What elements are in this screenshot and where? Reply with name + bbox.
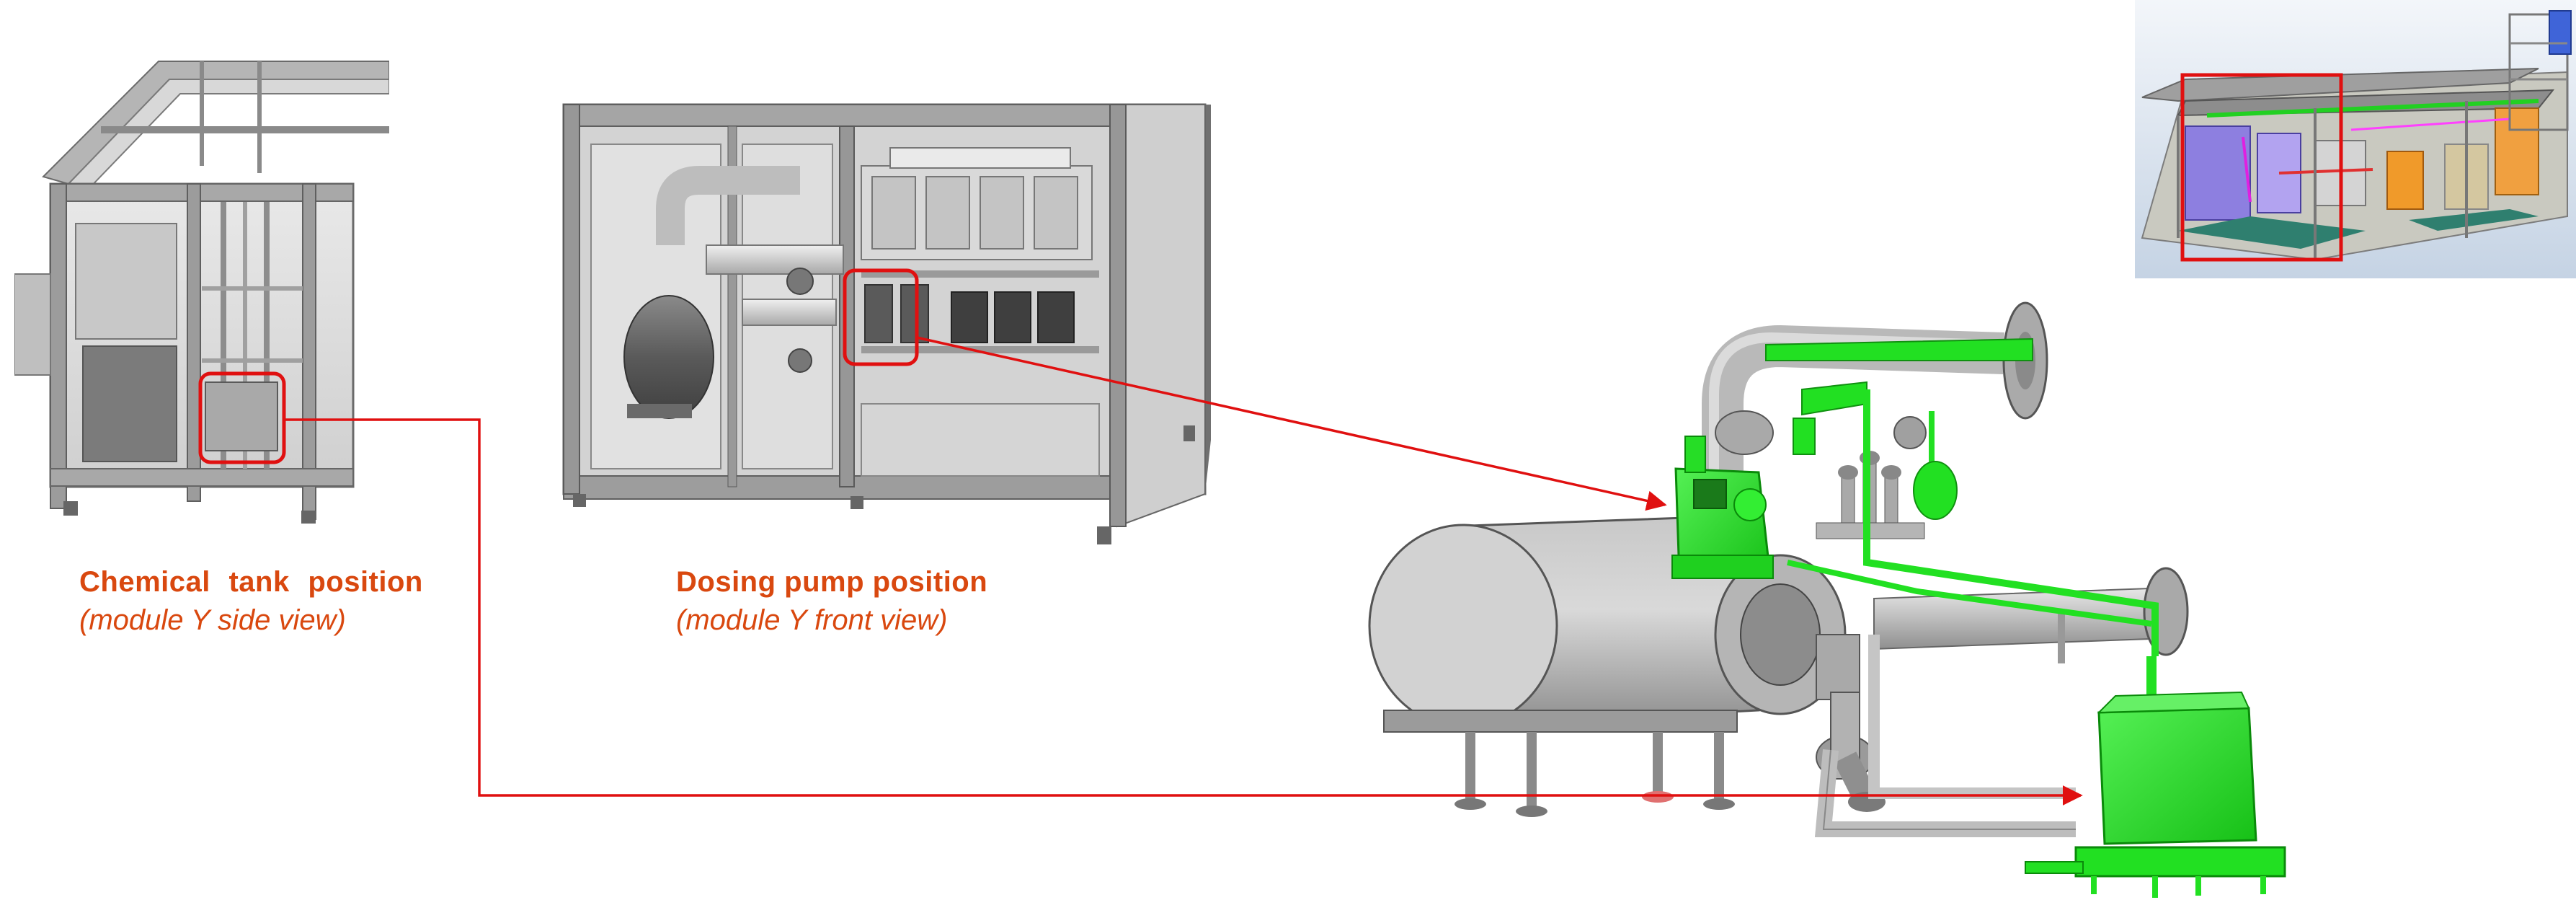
dosing-pump bbox=[1671, 436, 1774, 579]
pump-highlight-box bbox=[843, 268, 919, 366]
upper-pipe-loop bbox=[1702, 301, 2048, 490]
dosing-pump-caption-subtitle: (module Y front view) bbox=[676, 604, 948, 636]
valve-cluster bbox=[1816, 416, 1927, 539]
pump-connector-arrow bbox=[916, 336, 1667, 511]
chemical-dosing-line bbox=[1765, 337, 2159, 714]
chemical-tank bbox=[2025, 691, 2286, 898]
side-view-drawing bbox=[14, 61, 389, 524]
chemical-tank-caption-subtitle: (module Y side view) bbox=[79, 604, 346, 636]
dosing-pump-caption: Dosing pump position (module Y front vie… bbox=[676, 566, 987, 637]
dosing-pump-caption-title: Dosing pump position bbox=[676, 566, 988, 598]
front-view-drawing bbox=[562, 103, 1211, 544]
module-y-highlight-box bbox=[2180, 73, 2343, 262]
module-y-side-view bbox=[14, 50, 389, 526]
tank-highlight-box bbox=[198, 371, 286, 464]
chemical-tank-caption-title: Chemical tank position bbox=[79, 566, 423, 598]
overview-drawing bbox=[2135, 0, 2576, 278]
plant-overview-thumbnail bbox=[2135, 0, 2576, 278]
chemical-tank-caption: Chemical tank position (module Y side vi… bbox=[79, 566, 423, 637]
pump-housing bbox=[1714, 554, 1886, 812]
module-y-front-view bbox=[562, 101, 1211, 570]
tank-connector-arrow bbox=[285, 418, 2083, 806]
